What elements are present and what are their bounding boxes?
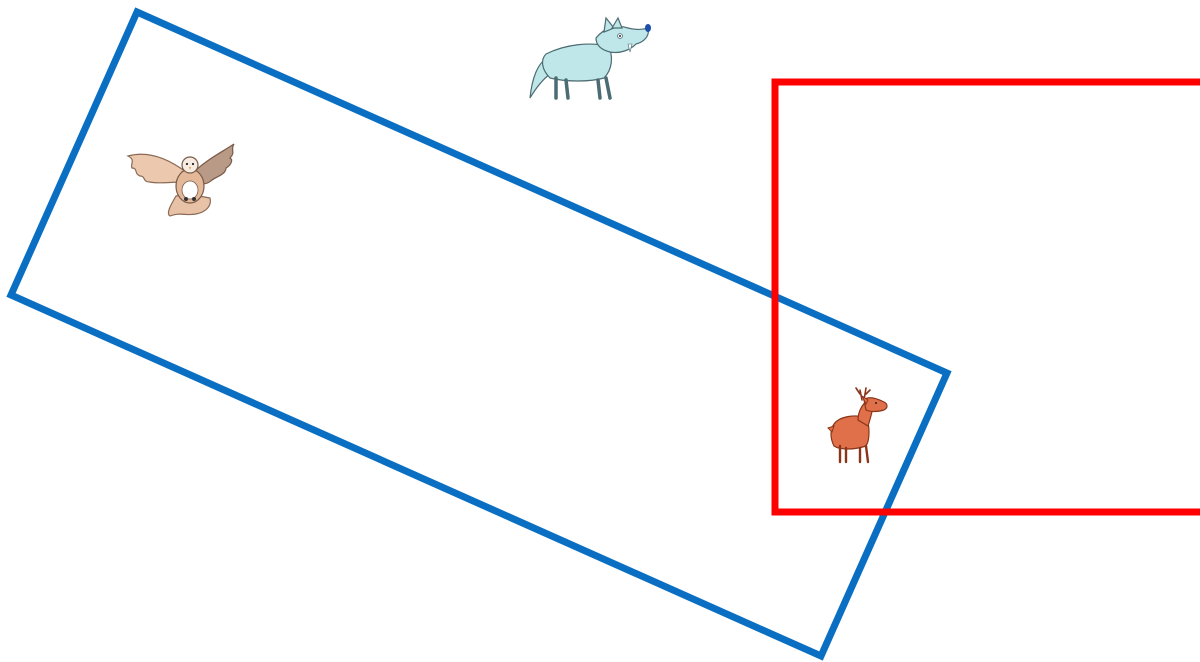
eagle-icon [128,144,234,216]
deer-icon [828,388,887,462]
blue-rotated-rectangle [11,12,947,656]
wolf-icon [530,18,651,98]
